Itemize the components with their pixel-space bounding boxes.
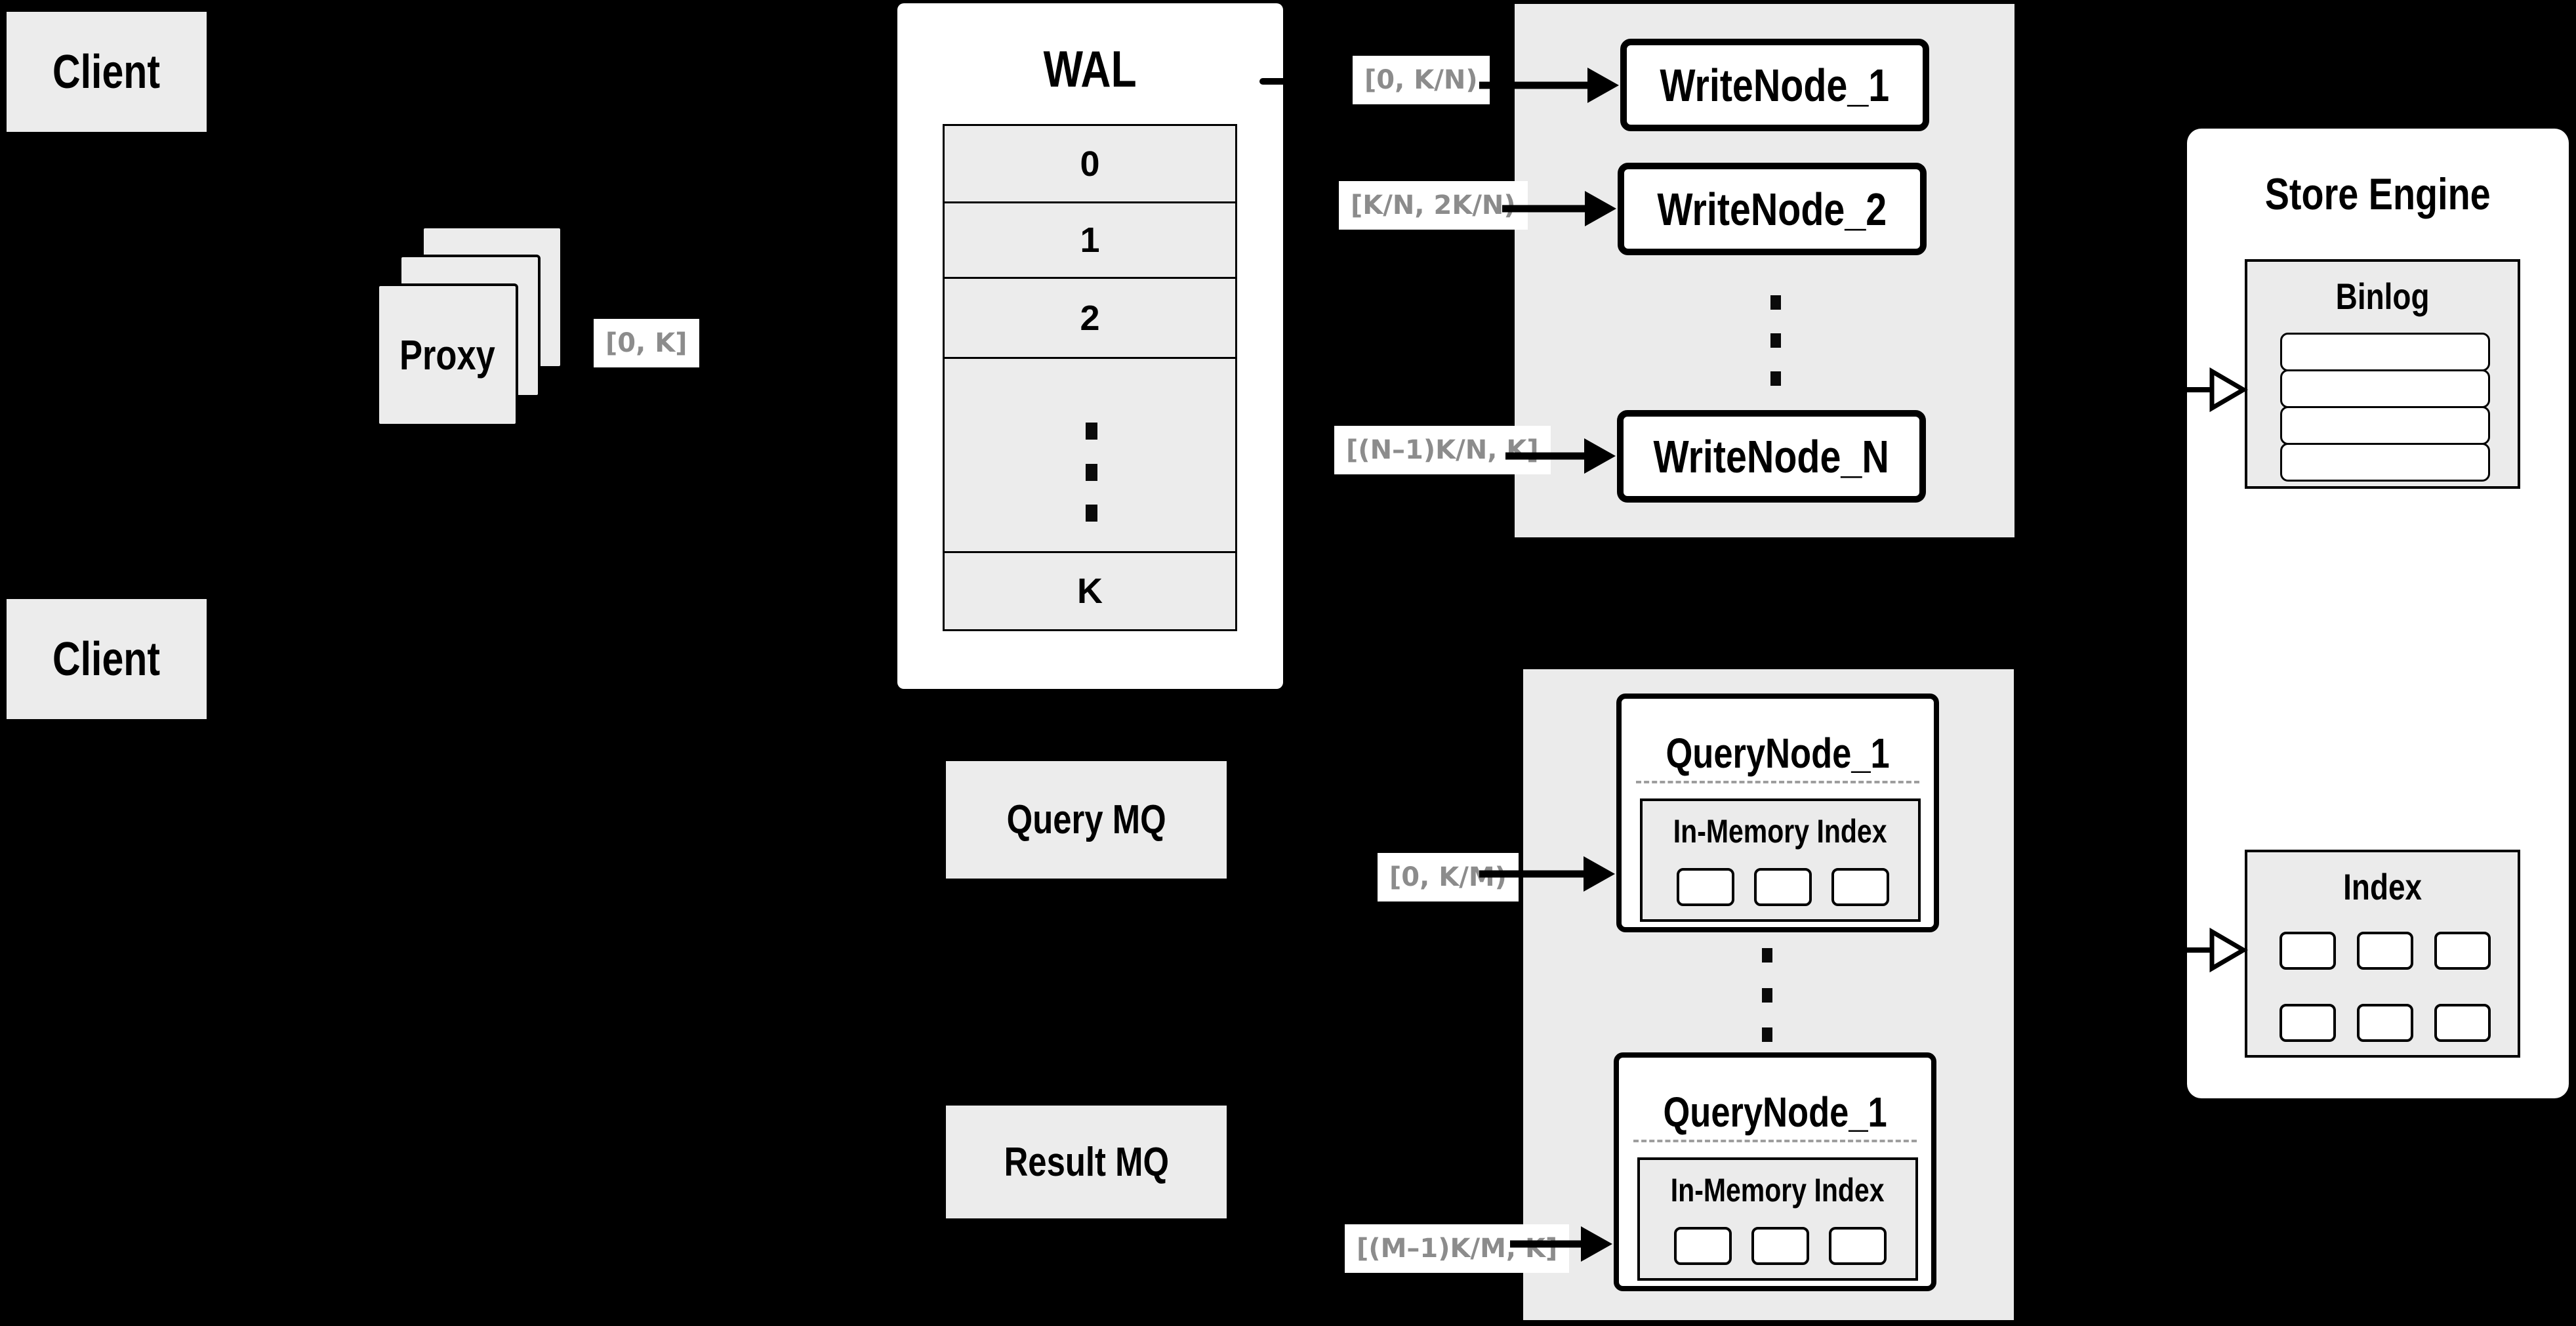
ellipsis-dot (1770, 295, 1781, 310)
client-box-bottom: Client (7, 599, 207, 719)
range-label-query-m: [(M–1)K/M, K] (1345, 1224, 1570, 1273)
ellipsis-dot (1762, 1027, 1772, 1042)
query-node-m-title-wrap: QueryNode_1 (1619, 1083, 1931, 1142)
index-segment-square (1829, 1227, 1887, 1265)
index-segment-square (1754, 868, 1812, 906)
write-node-1-label: WriteNode_1 (1660, 59, 1890, 111)
result-mq-label: Result MQ (1004, 1139, 1169, 1185)
ellipsis-dot (1770, 333, 1781, 348)
index-chunk-square (2357, 932, 2413, 970)
binlog-box: Binlog (2245, 259, 2520, 489)
binlog-rows (2280, 333, 2490, 482)
index-segment-square (1751, 1227, 1809, 1265)
in-memory-index-title-wrap: In-Memory Index (1643, 806, 1918, 856)
write-node-2: WriteNode_2 (1618, 163, 1927, 255)
binlog-row (2280, 333, 2490, 371)
write-node-n-label: WriteNode_N (1653, 430, 1890, 482)
query-node-m-title: QueryNode_1 (1663, 1088, 1887, 1136)
binlog-row (2280, 443, 2490, 482)
ellipsis-dot (1762, 948, 1772, 963)
wal-ellipsis-row (945, 359, 1235, 553)
binlog-row (2280, 406, 2490, 445)
write-node-2-label: WriteNode_2 (1657, 183, 1887, 235)
ellipsis-dot (1086, 464, 1097, 481)
wal-title-wrap: WAL (897, 39, 1283, 98)
binlog-title: Binlog (2335, 275, 2430, 317)
wal-segment-row-last: K (945, 553, 1235, 629)
dashed-divider (1636, 781, 1919, 783)
index-segment-square (1674, 1227, 1732, 1265)
index-chunk-square (2357, 1004, 2413, 1042)
index-title-wrap: Index (2247, 860, 2518, 913)
index-chunk-square (2434, 932, 2491, 970)
query-node-1-title-wrap: QueryNode_1 (1622, 724, 1934, 783)
range-label-write-2: [K/N, 2K/N) (1339, 181, 1528, 230)
wal-segment-row: 0 (945, 126, 1235, 203)
range-label-write-1: [0, K/N) (1353, 56, 1490, 104)
wal-segment-table: 0 1 2 K (943, 124, 1237, 631)
range-label-query-1: [0, K/M) (1378, 853, 1519, 901)
in-memory-index-box: In-Memory Index (1637, 1157, 1918, 1281)
proxy-label: Proxy (399, 331, 495, 379)
client-box-top: Client (7, 12, 207, 132)
query-mq-label: Query MQ (1006, 797, 1166, 842)
query-node-m: QueryNode_1 In-Memory Index (1614, 1052, 1936, 1291)
wal-segment-row: 2 (945, 279, 1235, 359)
binlog-title-wrap: Binlog (2247, 270, 2518, 322)
in-memory-index-title: In-Memory Index (1673, 813, 1887, 850)
index-segment-square (1831, 868, 1889, 906)
client-bottom-label: Client (52, 632, 161, 686)
binlog-row (2280, 369, 2490, 408)
dashed-divider (1633, 1140, 1917, 1142)
wal-segment-row: 1 (945, 203, 1235, 279)
write-node-n: WriteNode_N (1617, 410, 1926, 503)
query-node-1: QueryNode_1 In-Memory Index (1616, 694, 1939, 932)
index-title: Index (2343, 865, 2422, 907)
range-label-proxy-to-wal: [0, K] (594, 319, 699, 367)
query-node-1-title: QueryNode_1 (1666, 730, 1890, 777)
wal-title: WAL (1043, 39, 1137, 98)
index-chunk-square (2434, 1004, 2491, 1042)
result-mq-box: Result MQ (946, 1106, 1227, 1218)
in-memory-index-box: In-Memory Index (1640, 798, 1921, 922)
range-label-write-n: [(N–1)K/N, K] (1334, 426, 1551, 474)
ellipsis-dot (1086, 423, 1097, 440)
store-engine-title: Store Engine (2265, 169, 2491, 219)
index-chunk-square (2280, 1004, 2336, 1042)
in-memory-index-title-wrap: In-Memory Index (1640, 1165, 1915, 1215)
ellipsis-dot (1770, 371, 1781, 386)
query-mq-box: Query MQ (946, 761, 1227, 879)
ellipsis-dot (1762, 988, 1772, 1003)
write-node-1: WriteNode_1 (1620, 39, 1929, 131)
in-memory-index-title: In-Memory Index (1671, 1172, 1885, 1209)
index-box: Index (2245, 850, 2520, 1058)
store-engine-panel: Store Engine Binlog Index (2187, 129, 2569, 1098)
ellipsis-dot (1086, 505, 1097, 522)
wal-panel: WAL 0 1 2 K (897, 3, 1283, 689)
store-engine-title-wrap: Store Engine (2187, 165, 2569, 224)
proxy-card-front: Proxy (377, 283, 518, 426)
client-top-label: Client (52, 45, 161, 98)
index-chunk-square (2280, 932, 2336, 970)
index-segment-square (1677, 868, 1734, 906)
